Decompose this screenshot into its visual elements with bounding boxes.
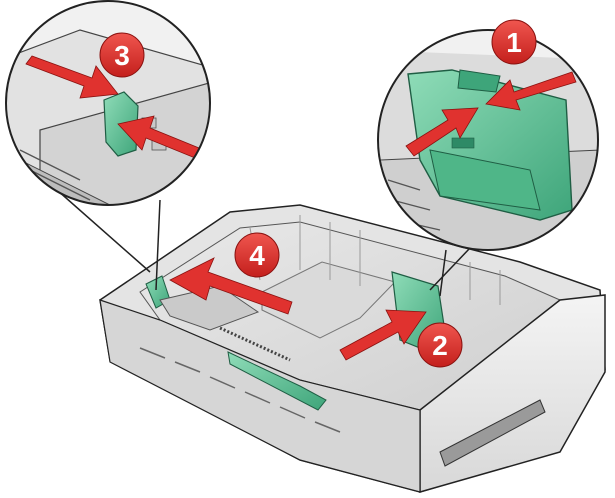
tray-handle [439, 399, 546, 467]
step-badge-2-label: 2 [432, 330, 448, 361]
step-badge-2: 2 [417, 322, 463, 368]
step-badge-1-label: 1 [506, 27, 522, 58]
front-width-guide [227, 351, 327, 411]
tray-plate [261, 261, 396, 339]
arrow-step-3 [25, 55, 119, 99]
step-badge-4: 4 [234, 232, 280, 278]
length-guide-base [159, 285, 260, 331]
step-badge-3: 3 [99, 32, 145, 78]
arrow-step-1-push [405, 107, 479, 157]
arrow-step-3-push [117, 115, 205, 161]
tray-left-wall [99, 299, 421, 493]
arrow-step-1 [485, 71, 577, 111]
tray-left-wall-slots [139, 347, 341, 433]
magnifier-right [377, 29, 599, 251]
guide-rack [219, 326, 291, 362]
step-badge-3-label: 3 [114, 40, 130, 71]
step-badge-1: 1 [491, 19, 537, 65]
arrow-step-4 [169, 257, 293, 315]
step-badge-4-label: 4 [249, 240, 265, 271]
arrow-step-2 [339, 309, 427, 361]
magnifier-left [5, 0, 211, 206]
